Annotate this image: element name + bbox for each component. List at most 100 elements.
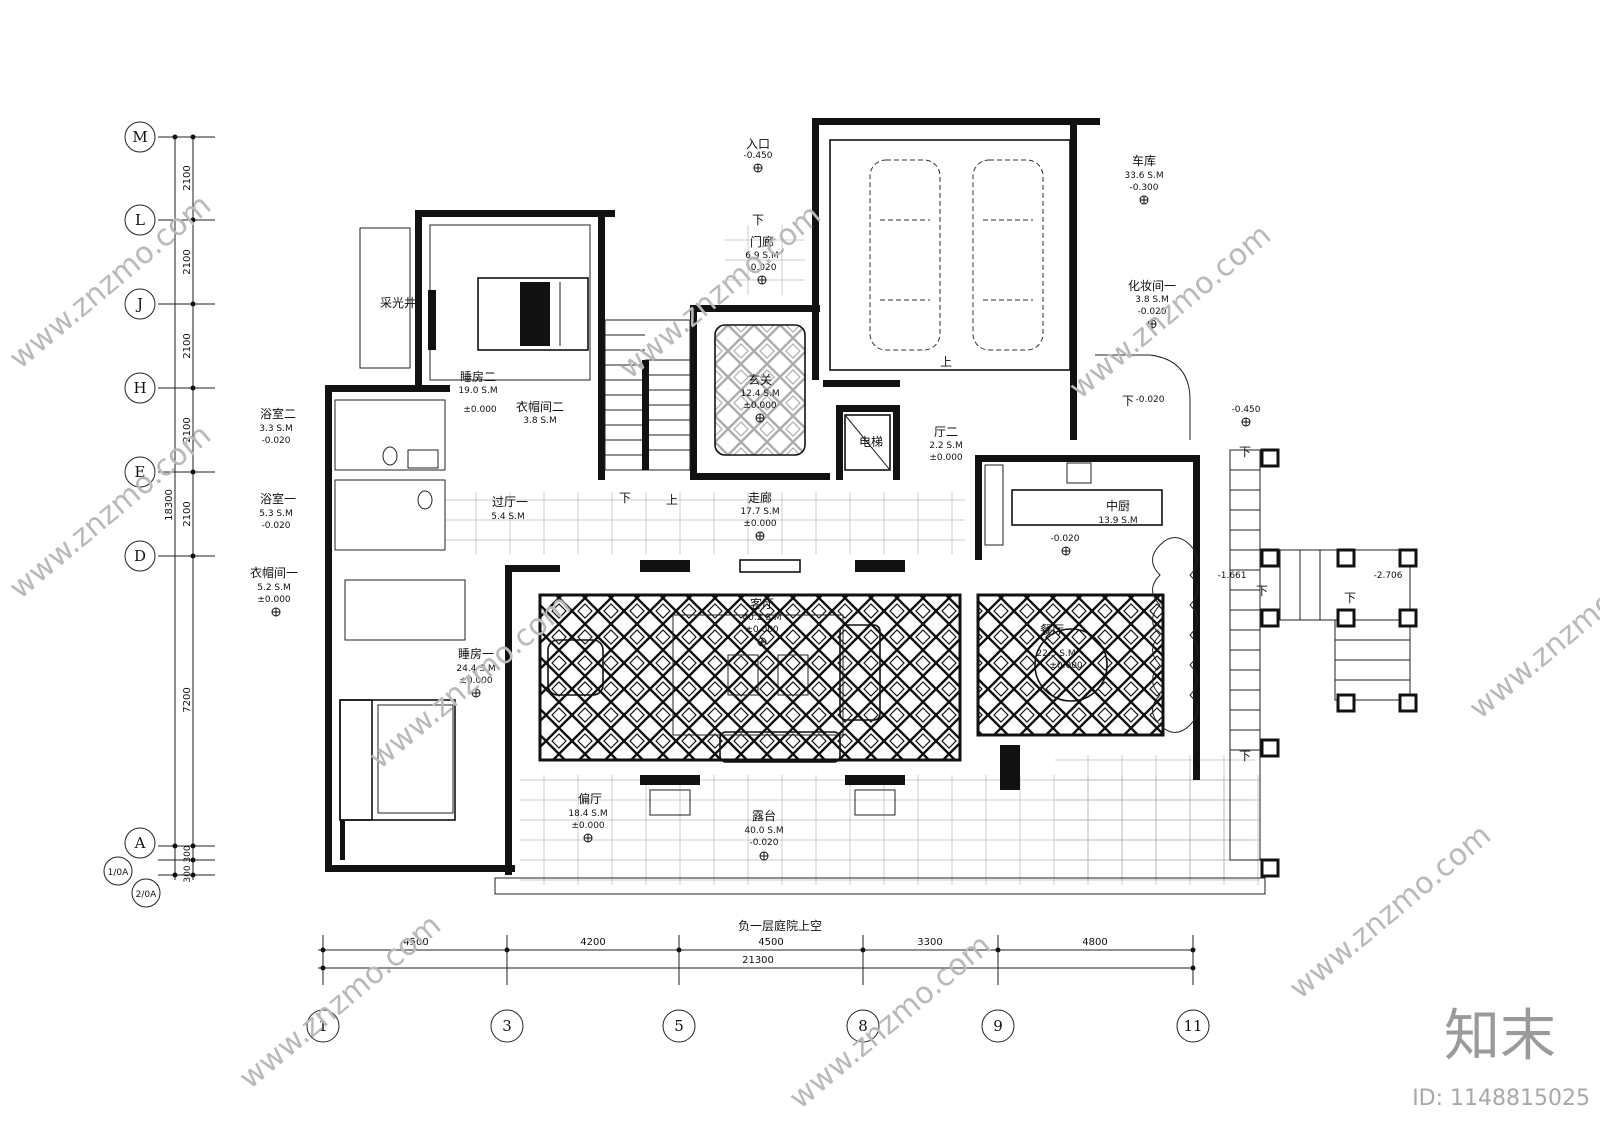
grid-bubble-L	[124, 204, 156, 236]
dim-bottom-8-9: 3300	[917, 937, 942, 948]
grid-bubble-11	[1176, 1009, 1210, 1043]
area-closet1: 5.2 S.M	[257, 583, 291, 593]
plan-geometry	[325, 118, 1418, 895]
elev-marker-icon	[753, 163, 763, 173]
area-porch: 6.9 S.M	[745, 251, 779, 261]
label-bath1: 浴室一	[260, 491, 296, 506]
grid-label-8: 8	[858, 1017, 868, 1035]
elev-marker-icon	[1241, 417, 1251, 427]
label-terrace: 露台	[752, 808, 776, 823]
elev-hall2: ±0.000	[929, 453, 963, 463]
grid-bubble-2-0A	[131, 878, 161, 908]
grid-bubble-8	[846, 1009, 880, 1043]
dim-left-M-L: 2100	[182, 165, 193, 190]
grid-bubble-E	[124, 456, 156, 488]
label-elevator: 电梯	[859, 435, 883, 449]
watermark-id: ID: 1148815025	[1412, 1086, 1590, 1111]
elev-terrace: -0.020	[749, 838, 778, 848]
label-bedroom1: 睡房一	[458, 646, 494, 661]
label-dining: 餐厅	[1040, 622, 1064, 637]
elev-kitchen: -0.020	[1050, 534, 1079, 544]
side-down-label: 下	[1122, 394, 1134, 408]
grid-label-1-0A: 1/0A	[108, 868, 129, 878]
porch-down-label: 下	[752, 213, 764, 227]
elev-marker-icon	[1061, 546, 1071, 556]
stair-far-down-label: 下	[1344, 591, 1356, 605]
left-grid-axis: M L J H E D A 1/0A 2/0A 2100 2100 2100 2…	[103, 121, 215, 908]
elev-marker-icon	[1147, 319, 1157, 329]
dim-bottom-total: 21300	[742, 955, 774, 966]
label-bath2: 浴室二	[260, 406, 296, 421]
label-bedroom2: 睡房二	[460, 369, 496, 384]
elev-porch: -0.020	[747, 263, 776, 273]
dim-left-A-1: 300	[183, 845, 193, 862]
dim-left-total: 18300	[164, 489, 175, 521]
elev-marker-icon	[471, 688, 481, 698]
stair-up-label: 上	[666, 493, 678, 507]
side-elev-label: -0.020	[1135, 395, 1164, 405]
dim-left-L-J: 2100	[182, 249, 193, 274]
area-closet2: 3.8 S.M	[523, 416, 557, 426]
grid-bubble-5	[662, 1009, 696, 1043]
elev-marker-icon	[755, 531, 765, 541]
grid-bubble-9	[981, 1009, 1015, 1043]
label-hall1: 过厅一	[492, 495, 528, 509]
label-kitchen: 中厨	[1106, 498, 1130, 513]
watermark-logo: 知末	[1444, 1004, 1556, 1069]
grid-label-3: 3	[502, 1017, 512, 1035]
grid-bubble-J	[124, 288, 156, 320]
grid-bubble-1	[306, 1009, 340, 1043]
elev-closet1: ±0.000	[257, 595, 291, 605]
label-closet1: 衣帽间一	[250, 565, 298, 580]
grid-label-11: 11	[1183, 1017, 1202, 1035]
elev-marker-icon	[271, 607, 281, 617]
elev-marker-icon	[755, 413, 765, 423]
area-hall2: 2.2 S.M	[929, 441, 963, 451]
grid-bubble-A	[124, 827, 156, 859]
grid-bubble-H	[124, 372, 156, 404]
dim-bottom-9-11: 4800	[1082, 937, 1107, 948]
bottom-grid-axis: 4500 4200 4500 3300 4800 21300 1 3 5 8 9…	[306, 935, 1210, 1043]
elev-bath2: -0.020	[261, 436, 290, 446]
grid-label-A: A	[134, 834, 146, 852]
watermark-site: www.znzmo.com	[783, 928, 998, 1117]
grid-label-H: H	[133, 379, 146, 397]
area-terrace: 40.0 S.M	[744, 826, 783, 836]
grid-label-5: 5	[674, 1017, 684, 1035]
elev-bedroom1: ±0.000	[459, 676, 493, 686]
label-porch: 门廊	[750, 234, 774, 249]
elev-bath1: -0.020	[261, 521, 290, 531]
elev-bedroom2: ±0.000	[463, 405, 497, 415]
area-kitchen: 13.9 S.M	[1098, 516, 1137, 526]
area-bedroom2: 19.0 S.M	[458, 386, 497, 396]
label-powder: 化妆间一	[1128, 279, 1176, 293]
elev-entrance: -0.450	[743, 151, 772, 161]
area-dining: 22.5 S.M	[1036, 649, 1075, 659]
grid-label-2-0A: 2/0A	[136, 890, 157, 900]
courtyard-caption: 负一层庭院上空	[738, 918, 822, 933]
area-powder: 3.8 S.M	[1135, 295, 1169, 305]
elev-marker-icon	[759, 851, 769, 861]
dim-left-H-E: 2100	[182, 417, 193, 442]
elev-marker-icon	[757, 275, 767, 285]
elev-sidehall: ±0.000	[571, 821, 605, 831]
area-sidehall: 18.4 S.M	[568, 809, 607, 819]
dim-left-1-2: 300	[183, 865, 193, 882]
dim-bottom-1-3: 4500	[403, 937, 428, 948]
label-living: 客厅	[750, 596, 774, 611]
area-bedroom1: 24.4 S.M	[456, 664, 495, 674]
grid-bubble-D	[124, 540, 156, 572]
grid-bubble-M	[124, 121, 156, 153]
label-corridor: 走廊	[748, 490, 772, 505]
elev-marker-1661: -1.661	[1217, 571, 1246, 581]
label-sidehall: 偏厅	[578, 791, 602, 806]
stair-right-down3-label: 下	[1239, 749, 1251, 763]
watermark-site: www.znzmo.com	[1063, 218, 1278, 407]
elev-powder: -0.020	[1137, 307, 1166, 317]
grid-label-J: J	[135, 295, 143, 313]
elev-marker-icon	[1139, 195, 1149, 205]
area-hall1: 5.4 S.M	[491, 512, 525, 522]
label-lightwell: 采光井	[380, 296, 416, 310]
watermark-site: www.znzmo.com	[233, 908, 448, 1097]
elev-marker-0450: -0.450	[1231, 405, 1260, 415]
